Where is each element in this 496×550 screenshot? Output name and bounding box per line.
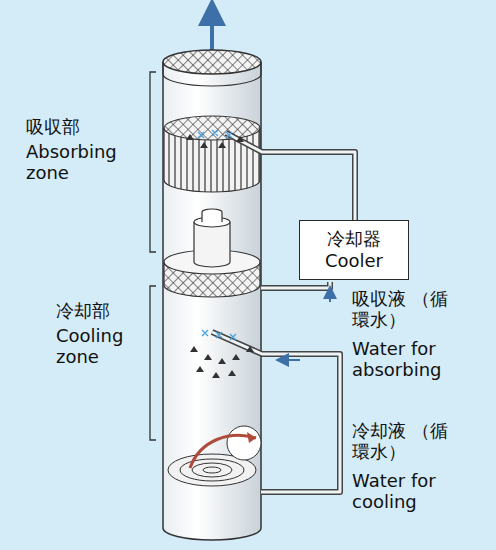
chimney-tray (164, 209, 260, 297)
piping (212, 133, 355, 492)
cooler-label: 冷却器 Cooler (309, 228, 399, 271)
tower-shell (163, 50, 261, 540)
zone-label: Cooling zone (56, 325, 144, 367)
cooler-box: 冷却器 Cooler (299, 220, 409, 280)
zone-label: 吸収部 (26, 116, 136, 137)
zone-label: 吸収液 （循環水） (352, 288, 452, 330)
zone-label: Water for absorbing (352, 338, 486, 380)
zone-label: Water for cooling (352, 470, 486, 512)
spray-nozzles (186, 130, 254, 378)
zone-bracket (150, 72, 156, 440)
zone-label: 冷却液 （循環水） (352, 420, 452, 462)
zone-label: Absorbing zone (26, 141, 138, 183)
absorbing-packing (164, 116, 260, 192)
zone-label: 冷却部 (56, 300, 146, 321)
sump-swirl (168, 426, 261, 486)
